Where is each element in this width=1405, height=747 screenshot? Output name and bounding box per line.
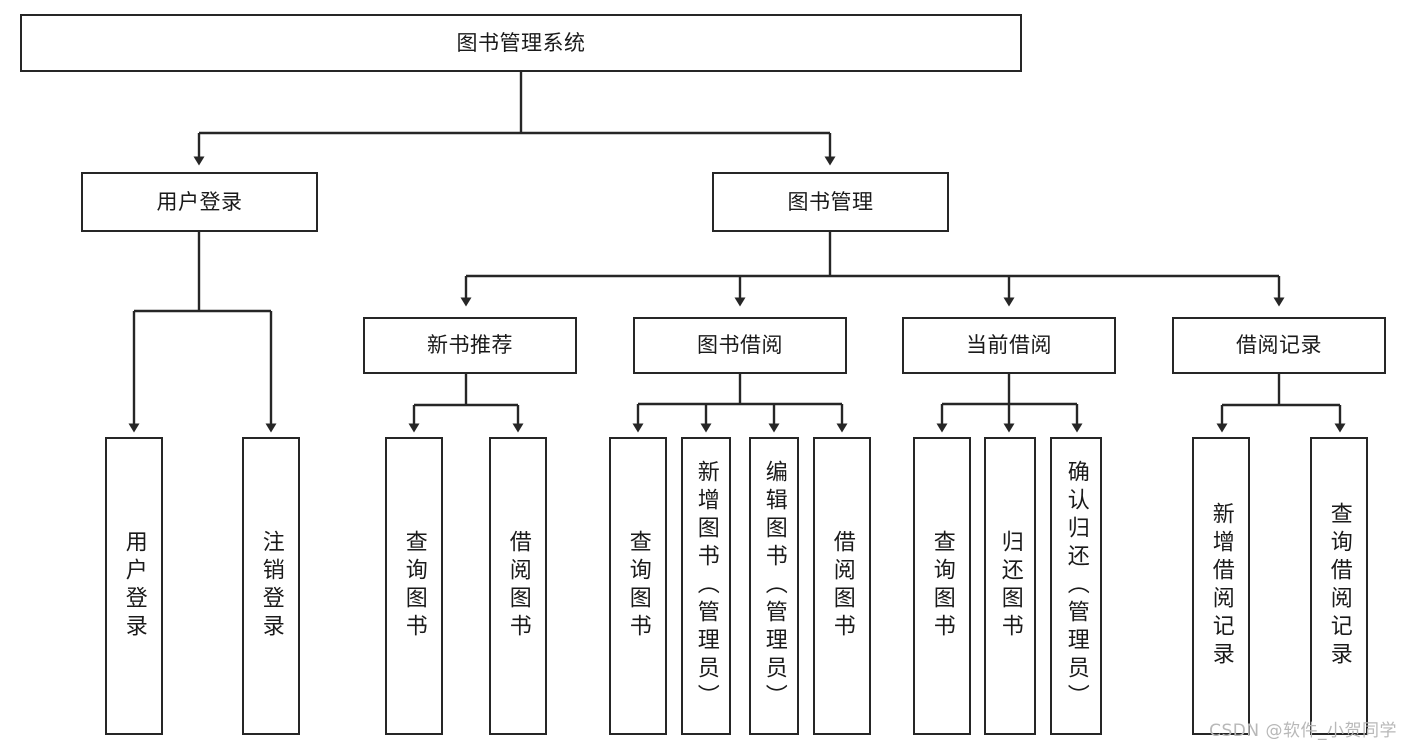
node-leaf-add-record-label: 新增借阅记录: [1208, 502, 1234, 670]
node-leaf-query-record[interactable]: 查询借阅记录: [1310, 437, 1368, 735]
node-leaf-edit-book[interactable]: 编辑图书（管理员）: [749, 437, 799, 735]
node-leaf-add-book-label: 新增图书（管理员）: [693, 460, 719, 712]
node-leaf-confirm-return[interactable]: 确认归还（管理员）: [1050, 437, 1102, 735]
node-leaf-user-login-label: 用户登录: [121, 530, 147, 642]
node-leaf-query-book-1[interactable]: 查询图书: [385, 437, 443, 735]
node-leaf-borrow-book-2[interactable]: 借阅图书: [813, 437, 871, 735]
node-book-borrow-label: 图书借阅: [697, 333, 783, 358]
node-leaf-query-book-2[interactable]: 查询图书: [609, 437, 667, 735]
node-leaf-query-book-3-label: 查询图书: [929, 530, 955, 642]
node-current-borrow-label: 当前借阅: [966, 333, 1052, 358]
csdn-watermark: CSDN @软件_小贺同学: [1209, 721, 1397, 741]
node-leaf-return-book-label: 归还图书: [997, 530, 1023, 642]
node-new-book-recommend-label: 新书推荐: [427, 333, 513, 358]
node-leaf-logout-login-label: 注销登录: [258, 530, 284, 642]
node-leaf-confirm-return-label: 确认归还（管理员）: [1063, 460, 1089, 712]
node-user-login-label: 用户登录: [156, 189, 243, 214]
node-leaf-query-book-1-label: 查询图书: [401, 530, 427, 642]
node-borrow-record-label: 借阅记录: [1236, 333, 1322, 358]
node-book-management[interactable]: 图书管理: [712, 172, 949, 232]
node-current-borrow[interactable]: 当前借阅: [902, 317, 1116, 374]
node-book-borrow[interactable]: 图书借阅: [633, 317, 847, 374]
node-leaf-borrow-book-1[interactable]: 借阅图书: [489, 437, 547, 735]
node-leaf-return-book[interactable]: 归还图书: [984, 437, 1036, 735]
node-leaf-query-book-3[interactable]: 查询图书: [913, 437, 971, 735]
node-leaf-borrow-book-2-label: 借阅图书: [829, 530, 855, 642]
node-leaf-edit-book-label: 编辑图书（管理员）: [761, 460, 787, 712]
node-new-book-recommend[interactable]: 新书推荐: [363, 317, 577, 374]
node-borrow-record[interactable]: 借阅记录: [1172, 317, 1386, 374]
node-leaf-query-record-label: 查询借阅记录: [1326, 502, 1352, 670]
node-leaf-user-login[interactable]: 用户登录: [105, 437, 163, 735]
node-leaf-add-book[interactable]: 新增图书（管理员）: [681, 437, 731, 735]
node-book-management-label: 图书管理: [787, 189, 874, 214]
node-leaf-borrow-book-1-label: 借阅图书: [505, 530, 531, 642]
node-root[interactable]: 图书管理系统: [20, 14, 1022, 72]
node-leaf-add-record[interactable]: 新增借阅记录: [1192, 437, 1250, 735]
node-root-label: 图书管理系统: [456, 30, 586, 55]
node-leaf-logout-login[interactable]: 注销登录: [242, 437, 300, 735]
node-user-login[interactable]: 用户登录: [81, 172, 318, 232]
node-leaf-query-book-2-label: 查询图书: [625, 530, 651, 642]
